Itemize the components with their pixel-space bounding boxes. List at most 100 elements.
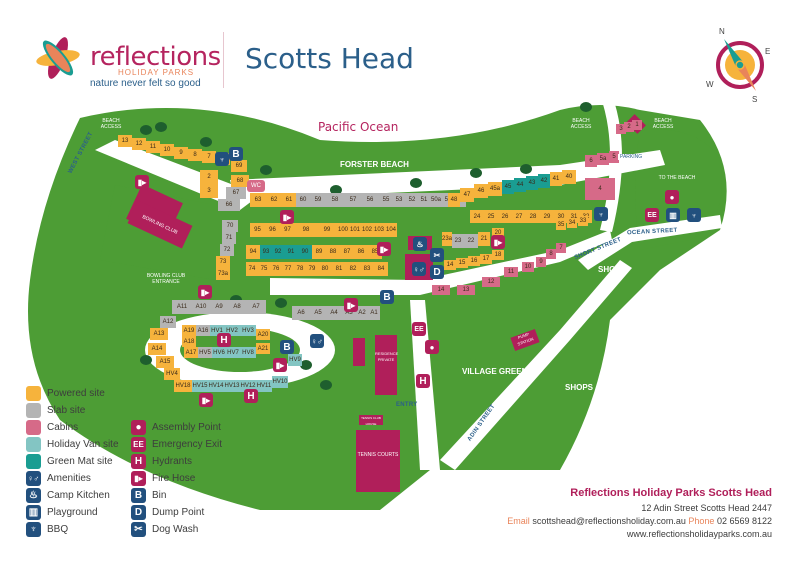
site[interactable]: HV10 <box>272 376 288 388</box>
site[interactable]: 45a <box>488 182 502 196</box>
site[interactable]: A1 <box>368 306 380 320</box>
site[interactable]: 43 <box>526 176 538 190</box>
site[interactable]: A14 <box>148 343 166 355</box>
site[interactable]: 87 <box>340 245 354 259</box>
site[interactable]: HV1 <box>210 325 224 336</box>
site[interactable]: HV4 <box>164 368 180 380</box>
site[interactable]: 40 <box>562 170 576 184</box>
site[interactable]: 80 <box>318 262 332 276</box>
site[interactable]: 73 <box>216 256 230 268</box>
site[interactable]: HV3 <box>240 325 256 336</box>
site[interactable]: 89 <box>312 245 326 259</box>
site[interactable]: 90 <box>298 245 312 259</box>
site[interactable]: 93 <box>260 245 272 259</box>
site[interactable]: 47 <box>460 188 474 202</box>
site[interactable]: 63 <box>250 193 266 207</box>
site[interactable]: A19 <box>182 325 196 336</box>
site[interactable]: 23 <box>452 234 464 248</box>
site[interactable]: 104 <box>385 223 397 237</box>
site[interactable]: 3 <box>616 124 626 134</box>
site[interactable]: HV13 <box>224 380 240 392</box>
site[interactable]: 25 <box>484 210 498 223</box>
site[interactable]: 72 <box>220 244 234 256</box>
site[interactable]: 2 <box>624 122 634 132</box>
site[interactable]: 76 <box>270 262 282 276</box>
site[interactable]: 28 <box>526 210 540 223</box>
site[interactable]: A13 <box>150 328 168 340</box>
site[interactable]: 5a <box>597 153 609 165</box>
site[interactable]: 12 <box>132 138 146 150</box>
site[interactable]: 101 <box>349 223 361 237</box>
site[interactable]: 84 <box>374 262 388 276</box>
site[interactable]: 78 <box>294 262 306 276</box>
site[interactable]: 67 <box>226 187 246 199</box>
site[interactable]: 95 <box>250 223 265 237</box>
site[interactable]: 5 <box>609 151 619 163</box>
site[interactable]: 62 <box>266 193 282 207</box>
site[interactable]: 100 <box>337 223 349 237</box>
site[interactable]: 53 <box>392 193 406 207</box>
site[interactable]: 4 <box>585 178 615 200</box>
site[interactable]: A8 <box>228 300 246 314</box>
site[interactable]: 12 <box>482 277 500 287</box>
site[interactable]: 45 <box>502 180 514 194</box>
site[interactable]: 17 <box>480 254 492 264</box>
site[interactable]: 57 <box>344 193 362 207</box>
site[interactable]: 46 <box>474 184 488 198</box>
site[interactable]: A17 <box>184 347 198 358</box>
site[interactable]: 26 <box>498 210 512 223</box>
site[interactable]: 34 <box>567 218 577 228</box>
site[interactable]: HV7 <box>226 347 240 358</box>
site[interactable]: 60 <box>296 193 310 207</box>
site[interactable]: A21 <box>256 343 270 354</box>
email-link[interactable]: scottshead@reflectionsholiday.com.au <box>532 516 686 526</box>
site[interactable]: A4 <box>326 306 342 320</box>
site[interactable]: 11 <box>146 141 160 153</box>
site[interactable]: 35 <box>556 220 566 230</box>
site[interactable]: 1 <box>632 120 642 130</box>
site[interactable]: HV18 <box>174 380 192 392</box>
site[interactable]: HV11 <box>256 380 272 392</box>
site[interactable]: A5 <box>310 306 326 320</box>
site[interactable]: 86 <box>354 245 368 259</box>
site[interactable]: 58 <box>326 193 344 207</box>
site[interactable]: 21 <box>478 232 490 246</box>
site[interactable]: A6 <box>292 306 310 320</box>
site[interactable]: 7 <box>202 151 216 163</box>
site[interactable]: 69 <box>231 160 247 172</box>
site[interactable]: 20 <box>492 228 504 238</box>
site[interactable]: 33 <box>578 216 588 226</box>
site[interactable]: 71 <box>222 232 236 244</box>
phone-link[interactable]: 02 6569 8122 <box>716 516 772 526</box>
site[interactable]: 14 <box>444 260 456 270</box>
site[interactable]: 11 <box>504 267 518 277</box>
site[interactable]: 8 <box>188 149 202 161</box>
site[interactable]: 51 <box>418 193 430 207</box>
site[interactable]: 48 <box>448 193 460 207</box>
site[interactable]: 52 <box>406 193 418 207</box>
site[interactable]: 102 <box>361 223 373 237</box>
site[interactable]: A9 <box>210 300 228 314</box>
site[interactable]: A18 <box>182 336 196 347</box>
site[interactable]: 74 <box>246 262 258 276</box>
site[interactable]: 16 <box>468 256 480 266</box>
site[interactable]: 77 <box>282 262 294 276</box>
site[interactable]: A20 <box>256 329 270 340</box>
site[interactable]: HV8 <box>240 347 256 358</box>
site[interactable]: 13 <box>457 285 475 295</box>
site[interactable]: 15 <box>456 258 468 268</box>
site[interactable]: 70 <box>222 220 238 232</box>
site[interactable]: 24 <box>470 210 484 223</box>
site[interactable]: 103 <box>373 223 385 237</box>
site[interactable]: 9 <box>536 257 546 267</box>
site[interactable]: 2 <box>200 170 218 184</box>
site[interactable]: 82 <box>346 262 360 276</box>
site[interactable]: A12 <box>160 316 176 328</box>
site[interactable]: HV6 <box>212 347 226 358</box>
site[interactable]: 68 <box>231 175 249 187</box>
site[interactable]: A11 <box>172 300 192 314</box>
site[interactable]: 29 <box>540 210 554 223</box>
site[interactable]: 50a <box>430 193 442 207</box>
website-link[interactable]: www.reflectionsholidayparks.com.au <box>626 529 772 539</box>
site[interactable]: A2 <box>356 306 368 320</box>
